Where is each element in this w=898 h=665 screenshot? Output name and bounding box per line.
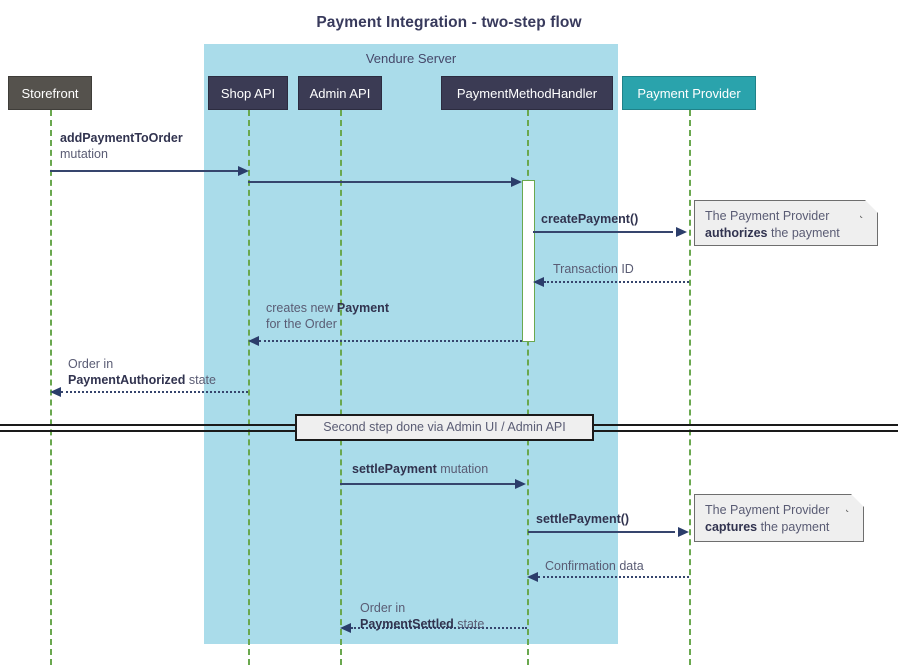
arrowhead-confirmation-data	[527, 572, 538, 582]
message-text-add-payment-to-order-line1: addPaymentToOrder	[60, 131, 183, 145]
note-authorizes-tail: the payment	[767, 226, 840, 240]
participant-payment-method-handler[interactable]: PaymentMethodHandler	[441, 76, 613, 110]
arrowhead-transaction-id	[533, 277, 544, 287]
message-label-add-payment-to-order: addPaymentToOrder mutation	[60, 130, 183, 162]
lifeline-admin-api	[340, 110, 342, 665]
message-text-settle-payment-bold: settlePayment	[352, 462, 437, 476]
message-label-settle-payment-call: settlePayment()	[536, 511, 629, 527]
divider-label-box: Second step done via Admin UI / Admin AP…	[295, 414, 594, 441]
lifeline-payment-provider	[689, 110, 691, 665]
message-text-settle-payment-call: settlePayment()	[536, 512, 630, 526]
arrowhead-create-payment	[676, 227, 687, 237]
message-label-order-payment-authorized: Order in PaymentAuthorized state	[68, 356, 216, 388]
arrowhead-shop-api-to-handler	[511, 177, 522, 187]
message-arrow-create-payment	[533, 231, 673, 233]
message-text-creates-new-line2: for the Order	[266, 317, 337, 331]
message-arrow-order-payment-authorized	[61, 391, 248, 393]
arrowhead-settle-payment-call	[678, 527, 689, 537]
message-label-settle-payment-mutation: settlePayment mutation	[352, 461, 488, 477]
message-text-create-payment: createPayment()	[541, 212, 639, 226]
participant-label-payment-method-handler: PaymentMethodHandler	[456, 86, 598, 101]
note-authorizes-line1: The Payment Provider	[705, 209, 830, 223]
note-authorizes-bold: authorizes	[705, 226, 768, 240]
message-arrow-order-payment-settled	[351, 627, 527, 629]
arrowhead-settle-payment-mutation	[515, 479, 526, 489]
message-arrow-creates-new-payment	[259, 340, 522, 342]
message-text-order-in-1: Order in	[68, 357, 114, 371]
participant-label-storefront: Storefront	[21, 86, 79, 101]
note-fold-edge-icon	[860, 200, 878, 218]
activation-bar-payment-method-handler	[522, 180, 535, 342]
participant-label-shop-api: Shop API	[220, 86, 276, 101]
note-authorizes: The Payment Provider authorizes the paym…	[694, 200, 878, 246]
participant-admin-api[interactable]: Admin API	[298, 76, 382, 110]
message-text-creates-new-bold: Payment	[336, 301, 389, 315]
note-captures-line1: The Payment Provider	[705, 503, 830, 517]
message-text-add-payment-to-order-line2: mutation	[60, 147, 108, 161]
message-text-order-in-2: Order in	[360, 601, 406, 615]
lifeline-payment-method-handler	[527, 110, 529, 665]
participant-label-payment-provider: Payment Provider	[637, 86, 741, 101]
note-fold-edge-icon-2	[846, 494, 864, 512]
lifeline-shop-api	[248, 110, 250, 665]
arrowhead-creates-new-payment	[248, 336, 259, 346]
message-text-creates-new-prefix: creates new	[266, 301, 337, 315]
message-arrow-add-payment-to-order	[50, 170, 240, 172]
message-text-settle-payment-tail: mutation	[436, 462, 489, 476]
arrowhead-order-payment-authorized	[50, 387, 61, 397]
participant-storefront[interactable]: Storefront	[8, 76, 92, 110]
message-text-payment-settled-tail: state	[453, 617, 485, 631]
participant-payment-provider[interactable]: Payment Provider	[622, 76, 756, 110]
page-title: Payment Integration - two-step flow	[316, 14, 582, 31]
arrowhead-order-payment-settled	[340, 623, 351, 633]
message-arrow-shop-api-to-handler	[248, 181, 512, 183]
group-box-vendure-server	[204, 44, 618, 644]
message-arrow-transaction-id	[544, 281, 689, 283]
participant-label-admin-api: Admin API	[309, 86, 371, 101]
message-label-confirmation-data: Confirmation data	[545, 558, 644, 574]
arrowhead-add-payment-to-order	[238, 166, 249, 176]
message-text-transaction-id: Transaction ID	[553, 262, 634, 276]
message-label-transaction-id: Transaction ID	[553, 261, 634, 277]
divider-label-text: Second step done via Admin UI / Admin AP…	[323, 420, 566, 434]
message-arrow-settle-payment-call	[528, 531, 675, 533]
note-captures-bold: captures	[705, 520, 758, 534]
note-captures: The Payment Provider captures the paymen…	[694, 494, 864, 542]
message-label-creates-new-payment: creates new Payment for the Order	[266, 300, 389, 332]
group-label-vendure-server: Vendure Server	[365, 51, 457, 66]
message-label-create-payment: createPayment()	[541, 211, 638, 227]
message-text-confirmation-data: Confirmation data	[545, 559, 644, 573]
note-captures-tail: the payment	[757, 520, 830, 534]
message-label-order-payment-settled: Order in PaymentSettled state	[360, 600, 484, 632]
message-arrow-confirmation-data	[538, 576, 689, 578]
message-text-payment-authorized-tail: state	[185, 373, 216, 387]
message-text-payment-authorized-bold: PaymentAuthorized	[68, 373, 186, 387]
message-arrow-settle-payment-mutation	[340, 483, 516, 485]
message-text-payment-settled-bold: PaymentSettled	[360, 617, 454, 631]
participant-shop-api[interactable]: Shop API	[208, 76, 288, 110]
